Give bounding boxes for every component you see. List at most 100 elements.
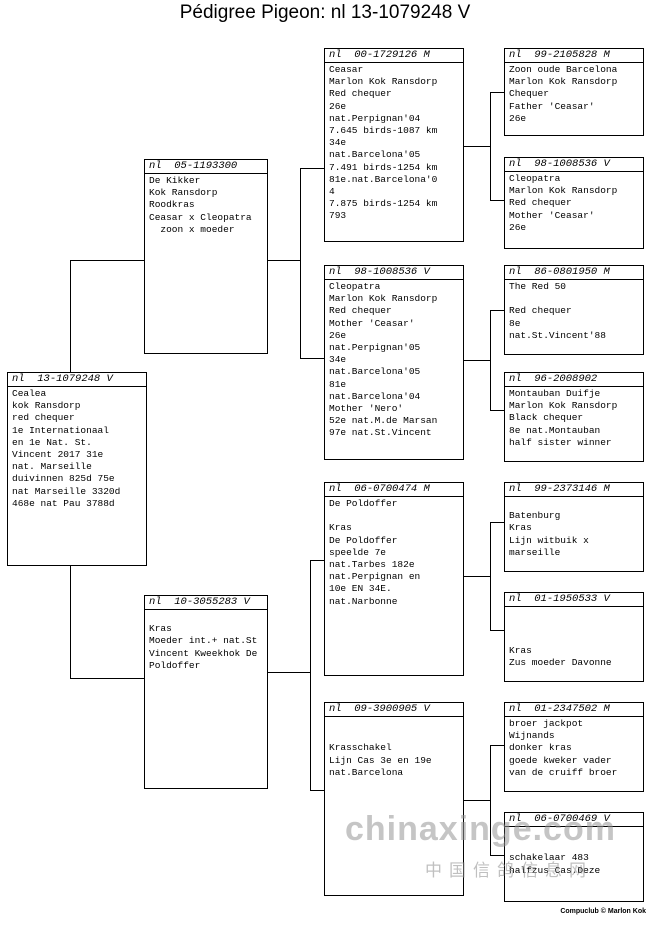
connector bbox=[490, 92, 504, 93]
pigeon-details: Kras Zus moeder Davonne bbox=[509, 644, 612, 668]
connector bbox=[300, 168, 324, 169]
connector bbox=[490, 310, 504, 311]
connector bbox=[310, 560, 311, 790]
pigeon-details: De Kikker Kok Ransdorp Roodkras Ceasar x… bbox=[149, 175, 252, 235]
connector bbox=[70, 260, 147, 261]
pigeon-card: nl 06-0700474 M De Poldoffer Kras De Pol… bbox=[324, 482, 464, 676]
watermark-subtext: 中国信鸽信息网 bbox=[425, 861, 593, 881]
pigeon-details: Cleopatra Marlon Kok Ransdorp Red cheque… bbox=[509, 173, 618, 233]
page-title: Pédigree Pigeon: nl 13-1079248 V bbox=[179, 2, 471, 23]
connector bbox=[310, 790, 324, 791]
ring-header: nl 86-0801950 M bbox=[505, 266, 643, 280]
ring-header: nl 10-3055283 V bbox=[145, 596, 267, 610]
country-prefix: nl bbox=[509, 266, 522, 278]
country-prefix: nl bbox=[509, 49, 522, 61]
ring-header: nl 96-2008902 bbox=[505, 373, 643, 387]
connector bbox=[490, 745, 491, 855]
pigeon-details: Cleopatra Marlon Kok Ransdorp Red cheque… bbox=[329, 281, 438, 439]
ring-header: nl 98-1008536 V bbox=[505, 158, 643, 172]
connector bbox=[490, 630, 504, 631]
connector bbox=[490, 522, 504, 523]
connector bbox=[463, 800, 490, 801]
pigeon-details: broer jackpot Wijnands donker kras goede… bbox=[509, 718, 618, 778]
ring-number: 06-0700474 M bbox=[354, 483, 430, 495]
connector bbox=[300, 358, 324, 359]
country-prefix: nl bbox=[509, 373, 522, 385]
pigeon-card: nl 00-1729126 M Ceasar Marlon Kok Ransdo… bbox=[324, 48, 464, 242]
ring-number: 99-2373146 M bbox=[534, 483, 610, 495]
connector bbox=[70, 566, 71, 678]
ring-header: nl 99-2373146 M bbox=[505, 483, 643, 497]
connector bbox=[490, 855, 504, 856]
connector bbox=[268, 672, 310, 673]
ring-number: 86-0801950 M bbox=[534, 266, 610, 278]
pigeon-card: nl 06-0700469 V schakelaar 483 halfzus C… bbox=[504, 812, 644, 902]
connector bbox=[463, 146, 490, 147]
pigeon-details: Batenburg Kras Lijn witbuik x marseille bbox=[509, 510, 589, 558]
ring-number: 13-1079248 V bbox=[37, 373, 113, 385]
pigeon-details: Cealea kok Ransdorp red chequer 1e Inter… bbox=[12, 388, 121, 509]
ring-number: 98-1008536 V bbox=[534, 158, 610, 170]
country-prefix: nl bbox=[12, 373, 25, 385]
connector bbox=[300, 168, 301, 358]
pigeon-details: De Poldoffer Kras De Poldoffer speelde 7… bbox=[329, 498, 421, 607]
ring-number: 96-2008902 bbox=[534, 373, 598, 385]
ring-number: 05-1193300 bbox=[174, 160, 238, 172]
country-prefix: nl bbox=[329, 483, 342, 495]
pigeon-details: Krasschakel Lijn Cas 3e en 19e nat.Barce… bbox=[329, 742, 432, 778]
pigeon-card: nl 01-1950533 V Kras Zus moeder Davonne bbox=[504, 592, 644, 682]
ring-header: nl 06-0700474 M bbox=[325, 483, 463, 497]
pigeon-card: nl 86-0801950 M The Red 50 Red chequer 8… bbox=[504, 265, 644, 355]
ring-header: nl 13-1079248 V bbox=[8, 373, 146, 387]
pigeon-card: nl 13-1079248 V Cealea kok Ransdorp red … bbox=[7, 372, 147, 566]
pigeon-details: schakelaar 483 halfzus Cas.Deze bbox=[509, 852, 601, 876]
connector bbox=[463, 360, 490, 361]
connector bbox=[268, 260, 300, 261]
country-prefix: nl bbox=[329, 266, 342, 278]
ring-number: 01-1950533 V bbox=[534, 593, 610, 605]
pigeon-card: nl 99-2373146 M Batenburg Kras Lijn witb… bbox=[504, 482, 644, 572]
country-prefix: nl bbox=[509, 813, 522, 825]
connector bbox=[490, 410, 504, 411]
pigeon-details: Kras Moeder int.+ nat.St Vincent Kweekho… bbox=[149, 623, 258, 671]
pigeon-card: nl 09-3900905 V Krasschakel Lijn Cas 3e … bbox=[324, 702, 464, 896]
pigeon-details: Ceasar Marlon Kok Ransdorp Red chequer 2… bbox=[329, 64, 438, 222]
pigeon-card: nl 05-1193300 De Kikker Kok Ransdorp Roo… bbox=[144, 159, 268, 354]
ring-header: nl 09-3900905 V bbox=[325, 703, 463, 717]
connector bbox=[490, 745, 504, 746]
ring-header: nl 05-1193300 bbox=[145, 160, 267, 174]
ring-header: nl 98-1008536 V bbox=[325, 266, 463, 280]
connector bbox=[490, 92, 491, 200]
ring-header: nl 00-1729126 M bbox=[325, 49, 463, 63]
footer-credit: Compuclub © Marlon Kok bbox=[560, 908, 646, 915]
country-prefix: nl bbox=[329, 703, 342, 715]
country-prefix: nl bbox=[509, 593, 522, 605]
ring-number: 09-3900905 V bbox=[354, 703, 430, 715]
pigeon-card: nl 98-1008536 V Cleopatra Marlon Kok Ran… bbox=[504, 157, 644, 249]
ring-number: 00-1729126 M bbox=[354, 49, 430, 61]
ring-header: nl 01-2347502 M bbox=[505, 703, 643, 717]
ring-header: nl 06-0700469 V bbox=[505, 813, 643, 827]
ring-number: 01-2347502 M bbox=[534, 703, 610, 715]
country-prefix: nl bbox=[509, 158, 522, 170]
connector bbox=[490, 200, 504, 201]
pigeon-details: Zoon oude Barcelona Marlon Kok Ransdorp … bbox=[509, 64, 618, 124]
connector bbox=[490, 522, 491, 630]
pigeon-details: The Red 50 Red chequer 8e nat.St.Vincent… bbox=[509, 281, 606, 341]
ring-number: 06-0700469 V bbox=[534, 813, 610, 825]
ring-header: nl 01-1950533 V bbox=[505, 593, 643, 607]
country-prefix: nl bbox=[509, 703, 522, 715]
country-prefix: nl bbox=[149, 160, 162, 172]
connector bbox=[70, 260, 71, 373]
country-prefix: nl bbox=[149, 596, 162, 608]
pigeon-details: Montauban Duifje Marlon Kok Ransdorp Bla… bbox=[509, 388, 618, 448]
connector bbox=[463, 576, 490, 577]
connector bbox=[310, 560, 324, 561]
pigeon-card: nl 10-3055283 V Kras Moeder int.+ nat.St… bbox=[144, 595, 268, 789]
pigeon-card: nl 99-2105828 M Zoon oude Barcelona Marl… bbox=[504, 48, 644, 136]
country-prefix: nl bbox=[509, 483, 522, 495]
pigeon-card: nl 96-2008902 Montauban Duifje Marlon Ko… bbox=[504, 372, 644, 462]
ring-number: 98-1008536 V bbox=[354, 266, 430, 278]
ring-header: nl 99-2105828 M bbox=[505, 49, 643, 63]
country-prefix: nl bbox=[329, 49, 342, 61]
